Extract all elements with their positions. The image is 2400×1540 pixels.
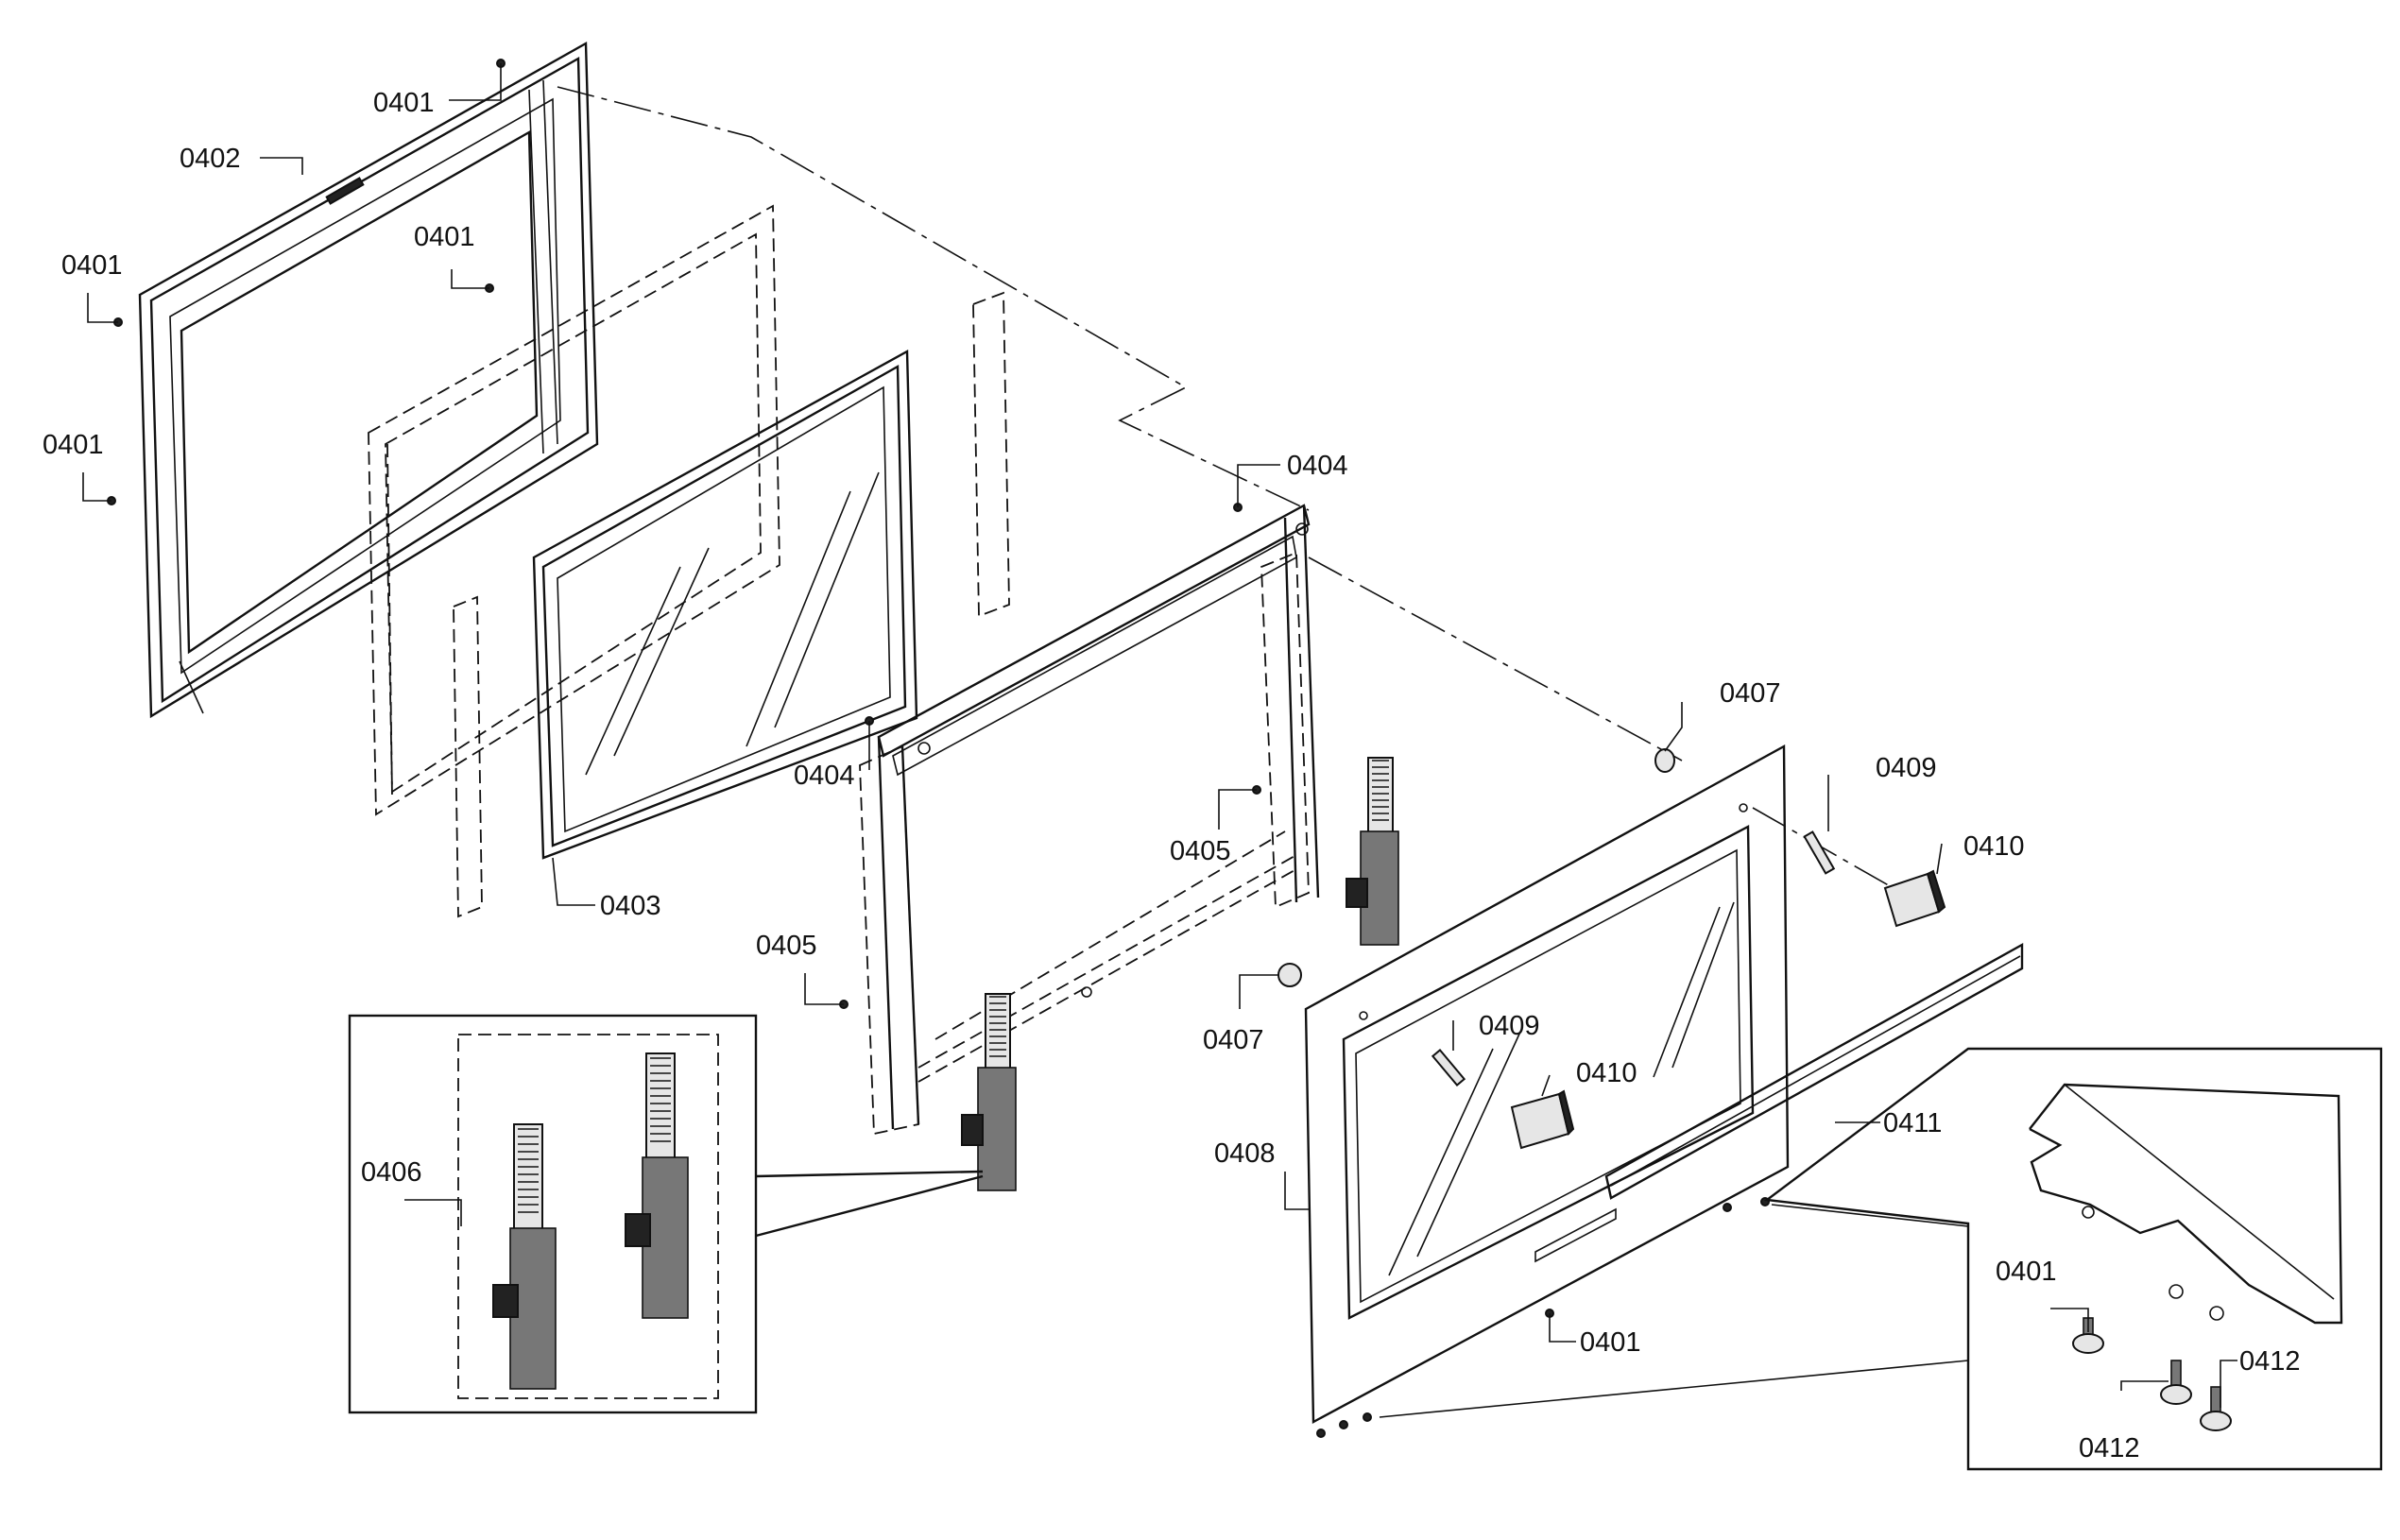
callout-0405: 0405	[1170, 836, 1231, 866]
callout-0401: 0401	[43, 430, 104, 460]
callout-0412: 0412	[2079, 1433, 2140, 1463]
callout-0404: 0404	[1287, 451, 1348, 481]
callout-0408: 0408	[1214, 1138, 1276, 1169]
callout-0410: 0410	[1963, 831, 2025, 862]
callout-0411: 0411	[1883, 1108, 1942, 1138]
callout-0407: 0407	[1203, 1025, 1264, 1055]
dashed-gasket-frame	[368, 204, 780, 816]
pin-0409-mid	[1431, 1049, 1466, 1087]
fastener-detail-box	[1379, 1047, 2383, 1471]
callout-0401: 0401	[1580, 1327, 1641, 1358]
callout-0403: 0403	[600, 891, 661, 921]
callout-0402: 0402	[180, 144, 241, 174]
hinge-detail-box	[348, 1014, 984, 1414]
reference-line	[557, 86, 1919, 903]
spacer-0407-top	[1654, 748, 1675, 773]
callout-labels: 0401 0402 0401 0401 0401 0404 0404 0405 …	[43, 88, 2301, 1463]
outer-door-panel	[138, 41, 599, 719]
glass-pane	[532, 349, 918, 860]
block-0410-mid	[1510, 1089, 1575, 1150]
spacer-0407-mid	[1277, 963, 1302, 987]
callout-0410: 0410	[1576, 1058, 1637, 1088]
hinge-left	[961, 993, 1017, 1191]
callout-0401: 0401	[1996, 1257, 2057, 1287]
callout-0401: 0401	[414, 222, 475, 252]
inner-door-liner	[1304, 744, 1790, 1424]
callout-0412: 0412	[2239, 1346, 2301, 1377]
callout-0409: 0409	[1479, 1011, 1540, 1041]
callout-0404: 0404	[794, 761, 855, 791]
callout-0406: 0406	[361, 1157, 422, 1188]
callout-0407: 0407	[1720, 678, 1781, 709]
callout-0401: 0401	[61, 250, 123, 281]
callout-0401: 0401	[373, 88, 435, 118]
handle-trim	[1604, 942, 2024, 1200]
callout-0405: 0405	[756, 931, 817, 961]
side-strips	[453, 291, 1010, 918]
leader-lines	[82, 63, 2237, 1408]
hinge-right	[1346, 757, 1399, 946]
block-0410-top	[1883, 869, 1946, 928]
callout-0409: 0409	[1876, 753, 1937, 783]
pin-0409-top	[1803, 830, 1836, 875]
